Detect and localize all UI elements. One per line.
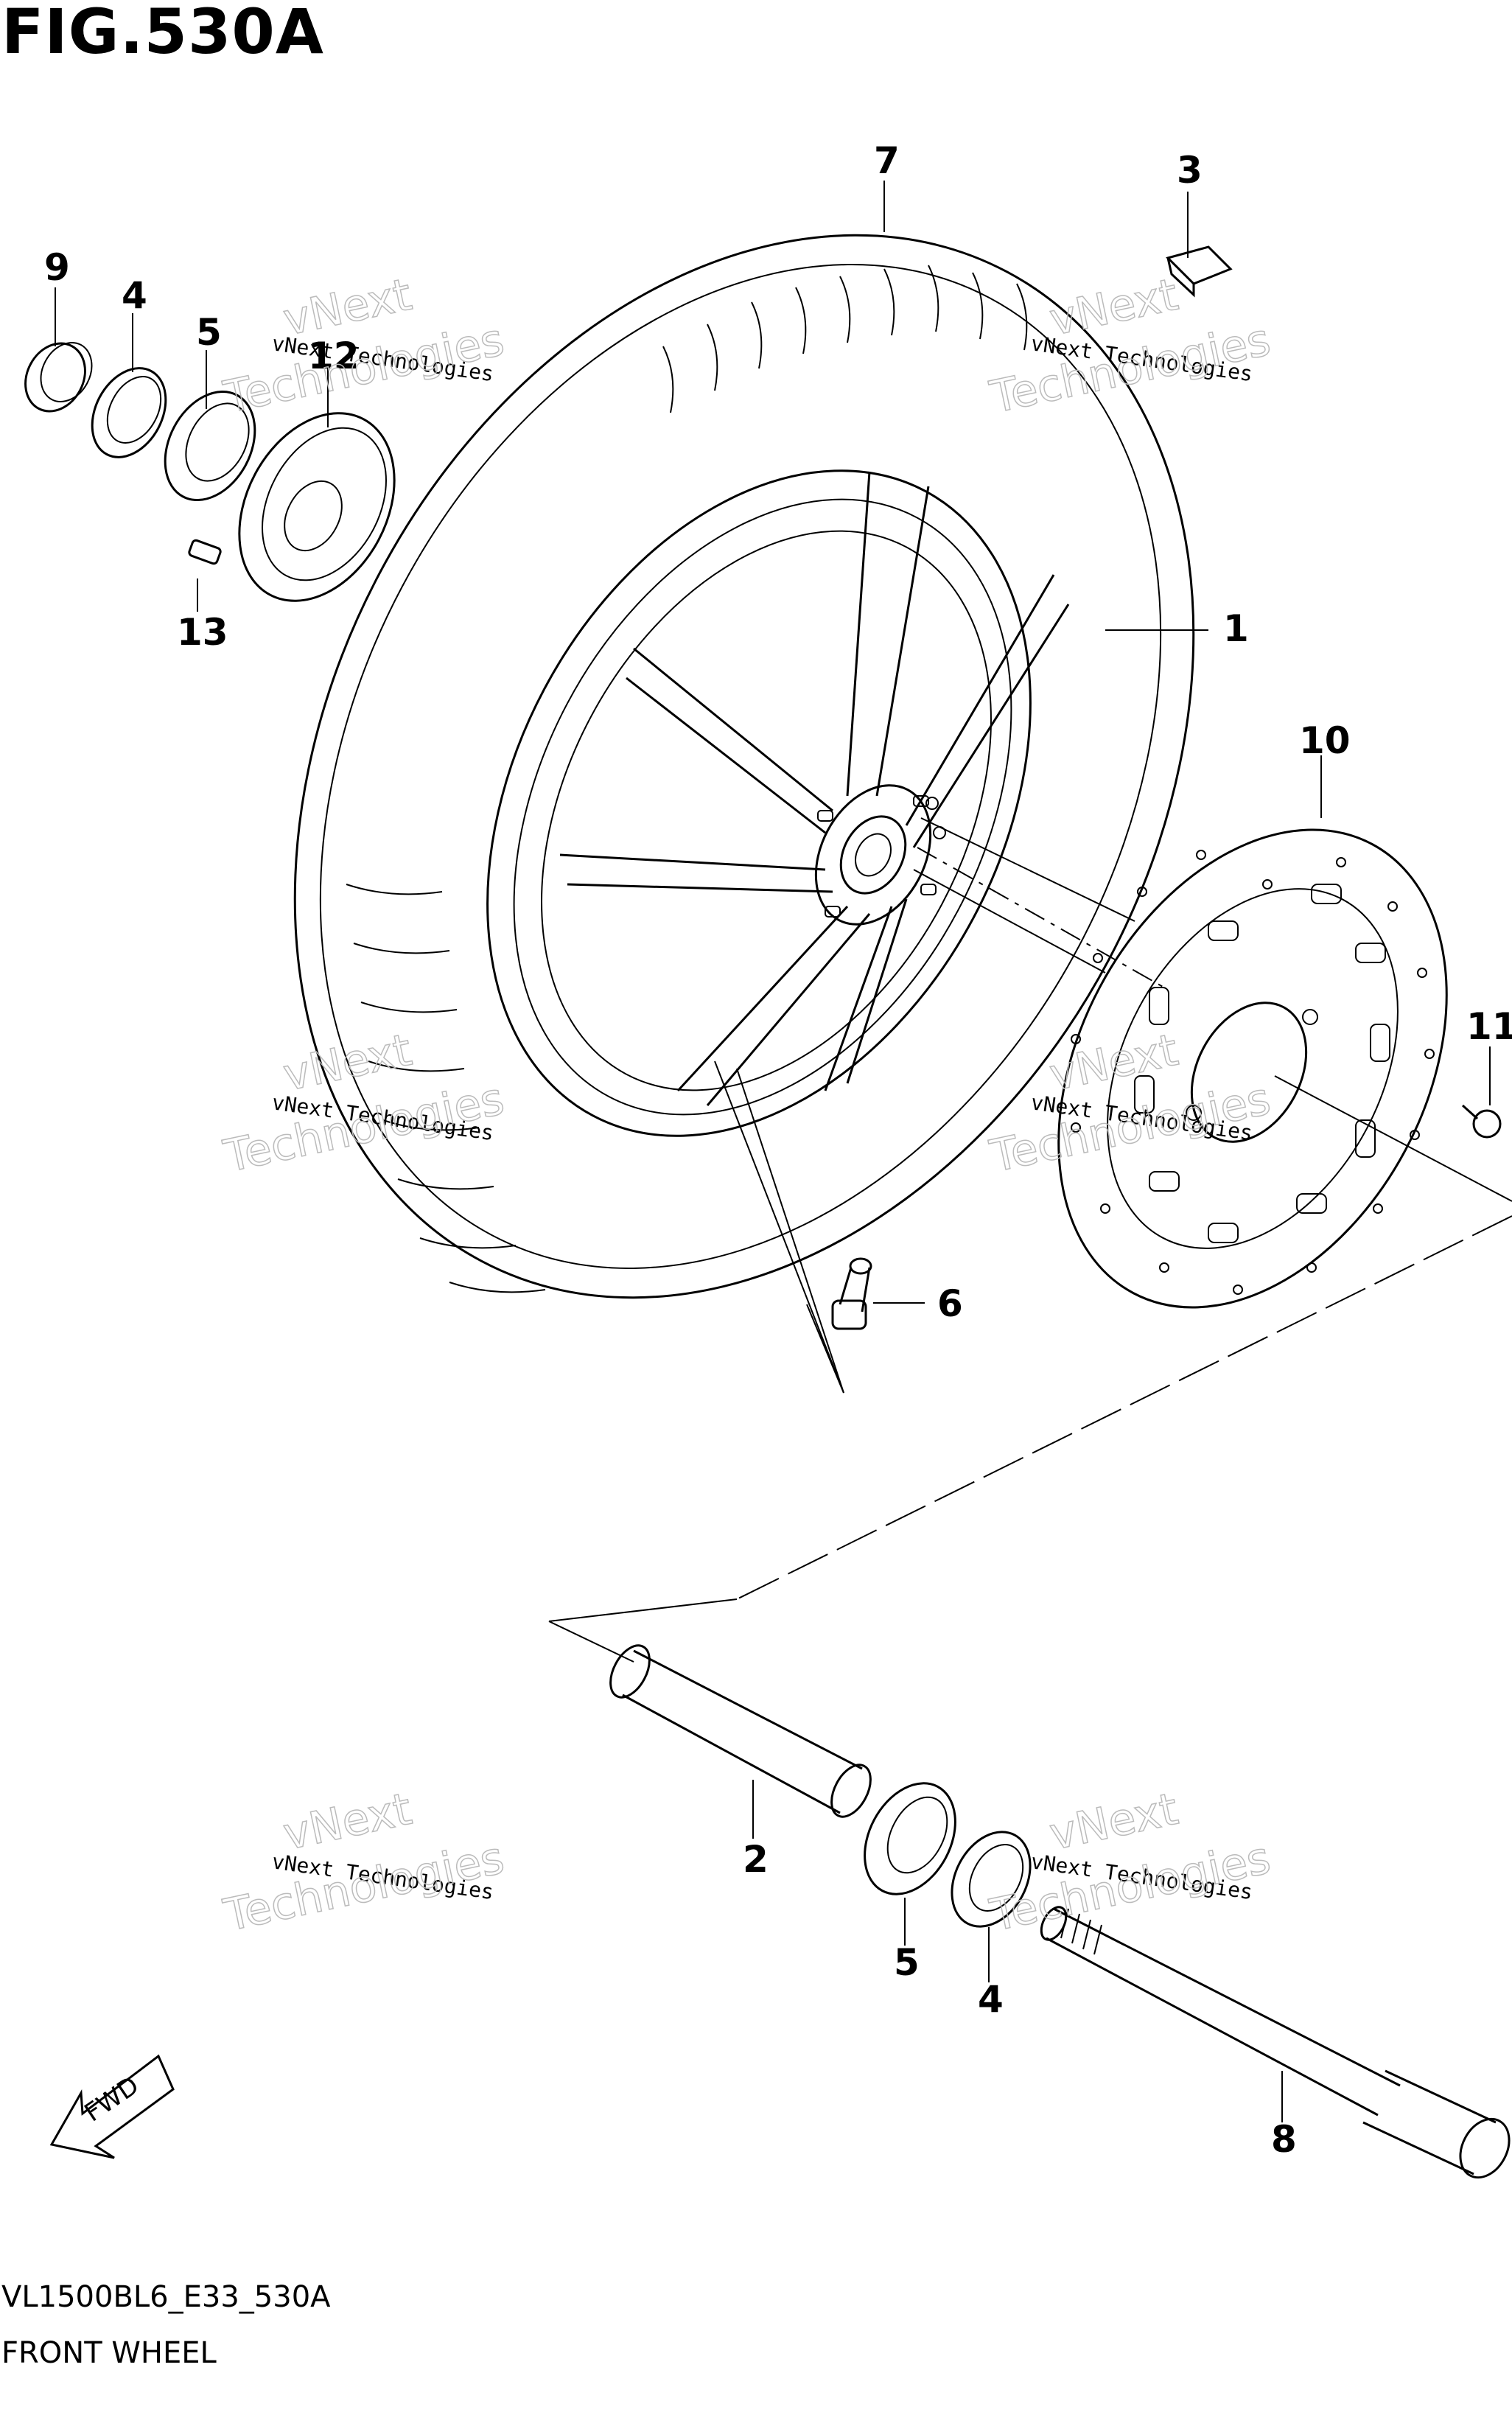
watermark-big-2: Technologies — [220, 1832, 509, 1942]
watermark-big-1: vNext — [279, 1024, 416, 1102]
callout-6: 6 — [937, 1282, 963, 1325]
callout-5-bottom: 5 — [894, 1941, 920, 1984]
part-5-bearing — [164, 390, 256, 502]
watermark-big-2: Technologies — [986, 314, 1275, 424]
callout-7: 7 — [874, 139, 900, 182]
watermark-big-2: Technologies — [986, 1073, 1275, 1183]
figure-title: FIG.530A — [1, 0, 324, 68]
part-11-screw — [1461, 1104, 1502, 1139]
watermark-bottom-left: vNext Technologies vNext Technologies — [219, 1783, 509, 1943]
part-3-balance-weight — [1166, 245, 1233, 298]
callout-5-top: 5 — [196, 311, 222, 354]
callout-2: 2 — [743, 1838, 769, 1881]
callout-1: 1 — [1223, 607, 1249, 650]
callout-13: 13 — [177, 611, 228, 654]
callout-9: 9 — [44, 246, 70, 289]
watermark-top-right: vNext Technologies vNext Technologies — [985, 268, 1275, 424]
assembly-lines — [548, 817, 1512, 1663]
figure-code: VL1500BL6_E33_530A — [1, 2280, 331, 2314]
watermark-big-2: Technologies — [220, 1073, 509, 1183]
watermark-top-left: vNext Technologies vNext Technologies — [219, 268, 509, 424]
figure-name: FRONT WHEEL — [1, 2336, 217, 2370]
part-8-front-axle — [1040, 1906, 1511, 2179]
watermark-big-2: Technologies — [220, 314, 509, 424]
part-13-screw — [188, 539, 222, 565]
callout-8: 8 — [1271, 2118, 1297, 2161]
part-6-valve — [831, 1257, 872, 1330]
callout-4-top: 4 — [122, 274, 147, 317]
part-4-oil-seal-lower — [951, 1831, 1032, 1928]
fwd-arrow-icon: FWD — [49, 2054, 175, 2159]
watermark-big-1: vNext — [279, 1783, 416, 1861]
part-4-oil-seal — [91, 367, 167, 458]
watermark-big-1: vNext — [1046, 269, 1183, 346]
callout-leaders — [55, 181, 1491, 2122]
part-5-bearing-lower — [864, 1782, 956, 1895]
part-12-hub-cover — [238, 412, 396, 602]
part-9-spacer — [24, 341, 93, 413]
callout-10: 10 — [1299, 719, 1351, 762]
watermark-big-2: Technologies — [986, 1832, 1275, 1942]
callout-4-bottom: 4 — [978, 1978, 1004, 2021]
fwd-label: FWD — [80, 2071, 144, 2128]
callout-3: 3 — [1177, 149, 1203, 192]
watermark-big-1: vNext — [1046, 1783, 1183, 1861]
watermark-mid-left: vNext Technologies vNext Technologies — [219, 1024, 509, 1184]
brake-disc — [1057, 828, 1448, 1309]
part-2-spacer-tube — [609, 1644, 872, 1818]
front-wheel-assembly — [293, 234, 1195, 1299]
watermark-big-1: vNext — [1046, 1024, 1183, 1102]
callout-12: 12 — [308, 335, 360, 377]
watermark-mid-right: vNext Technologies vNext Technologies — [985, 1024, 1275, 1184]
callout-11: 11 — [1466, 1005, 1512, 1048]
